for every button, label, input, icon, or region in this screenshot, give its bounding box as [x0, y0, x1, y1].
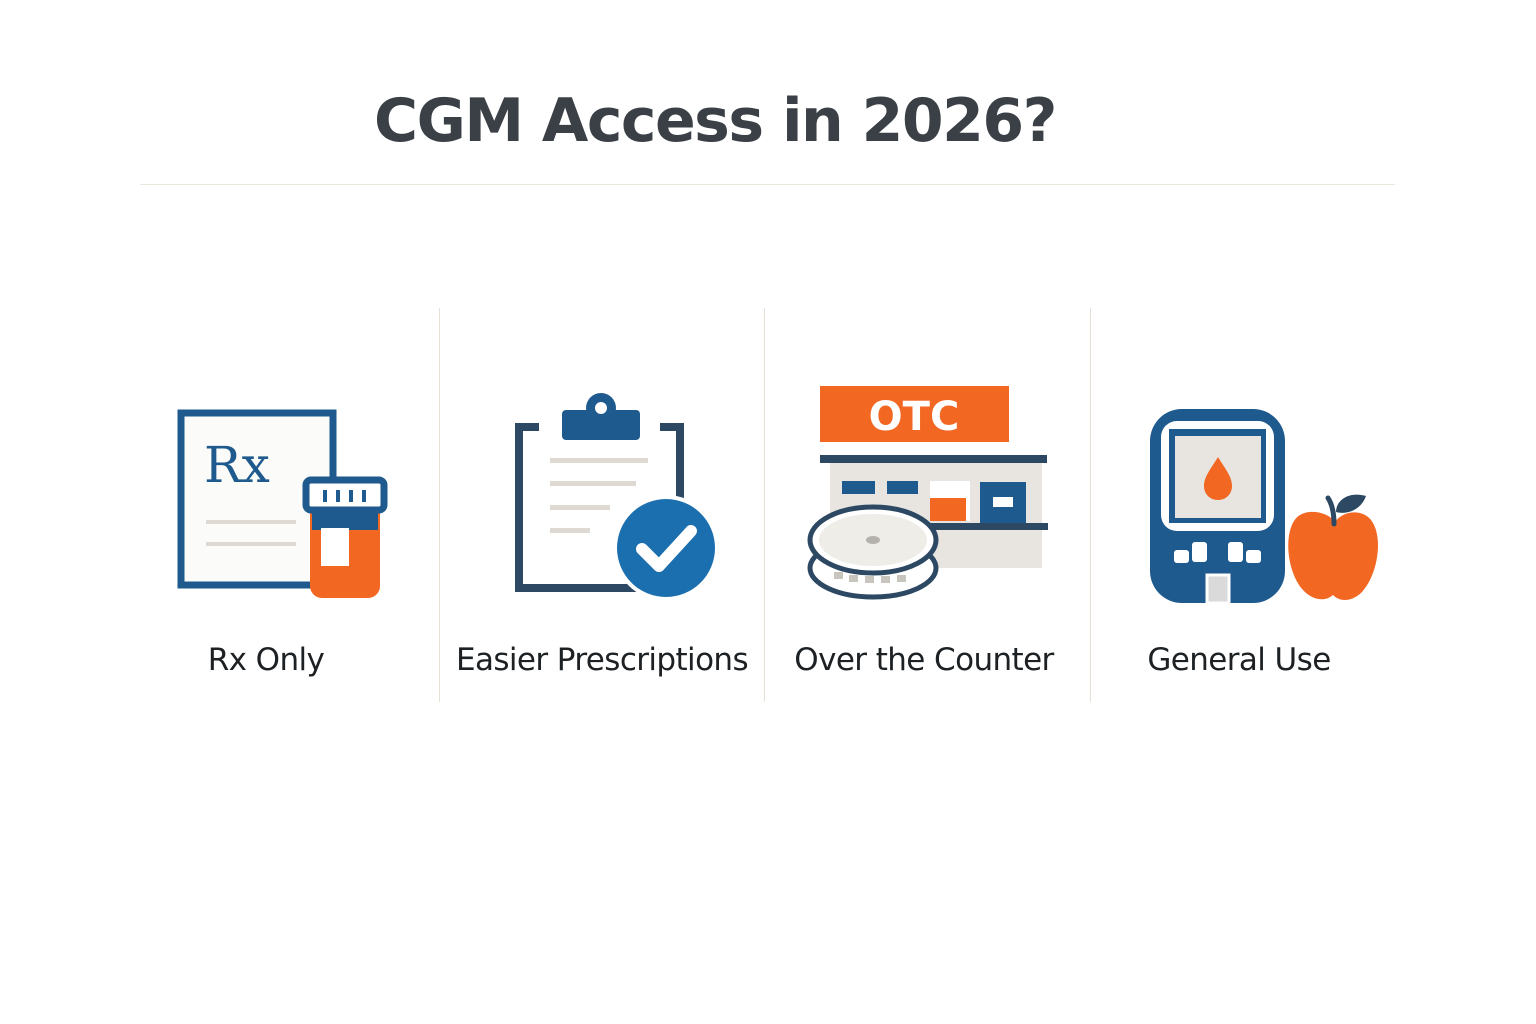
stage-label: Easier Prescriptions — [455, 642, 749, 678]
title-divider — [140, 184, 1395, 185]
column-divider-3 — [1090, 308, 1091, 702]
stage-label: Over the Counter — [794, 642, 1054, 678]
column-divider-2 — [764, 308, 765, 702]
otc-sign-text: OTC — [869, 394, 960, 440]
page-title: CGM Access in 2026? — [374, 86, 1057, 156]
glucose-meter-apple-icon — [1150, 409, 1379, 605]
stage-label: Rx Only — [207, 642, 325, 678]
pharmacy-store-sensor-icon: OTC — [807, 386, 1048, 600]
otc-sign — [820, 386, 1009, 442]
column-divider-1 — [439, 308, 440, 702]
clipboard-check-icon — [515, 393, 719, 601]
prescription-pad-pill-bottle-icon: Rx — [177, 409, 388, 598]
rx-glyph: Rx — [204, 436, 270, 494]
stage-label: General Use — [1147, 642, 1331, 678]
